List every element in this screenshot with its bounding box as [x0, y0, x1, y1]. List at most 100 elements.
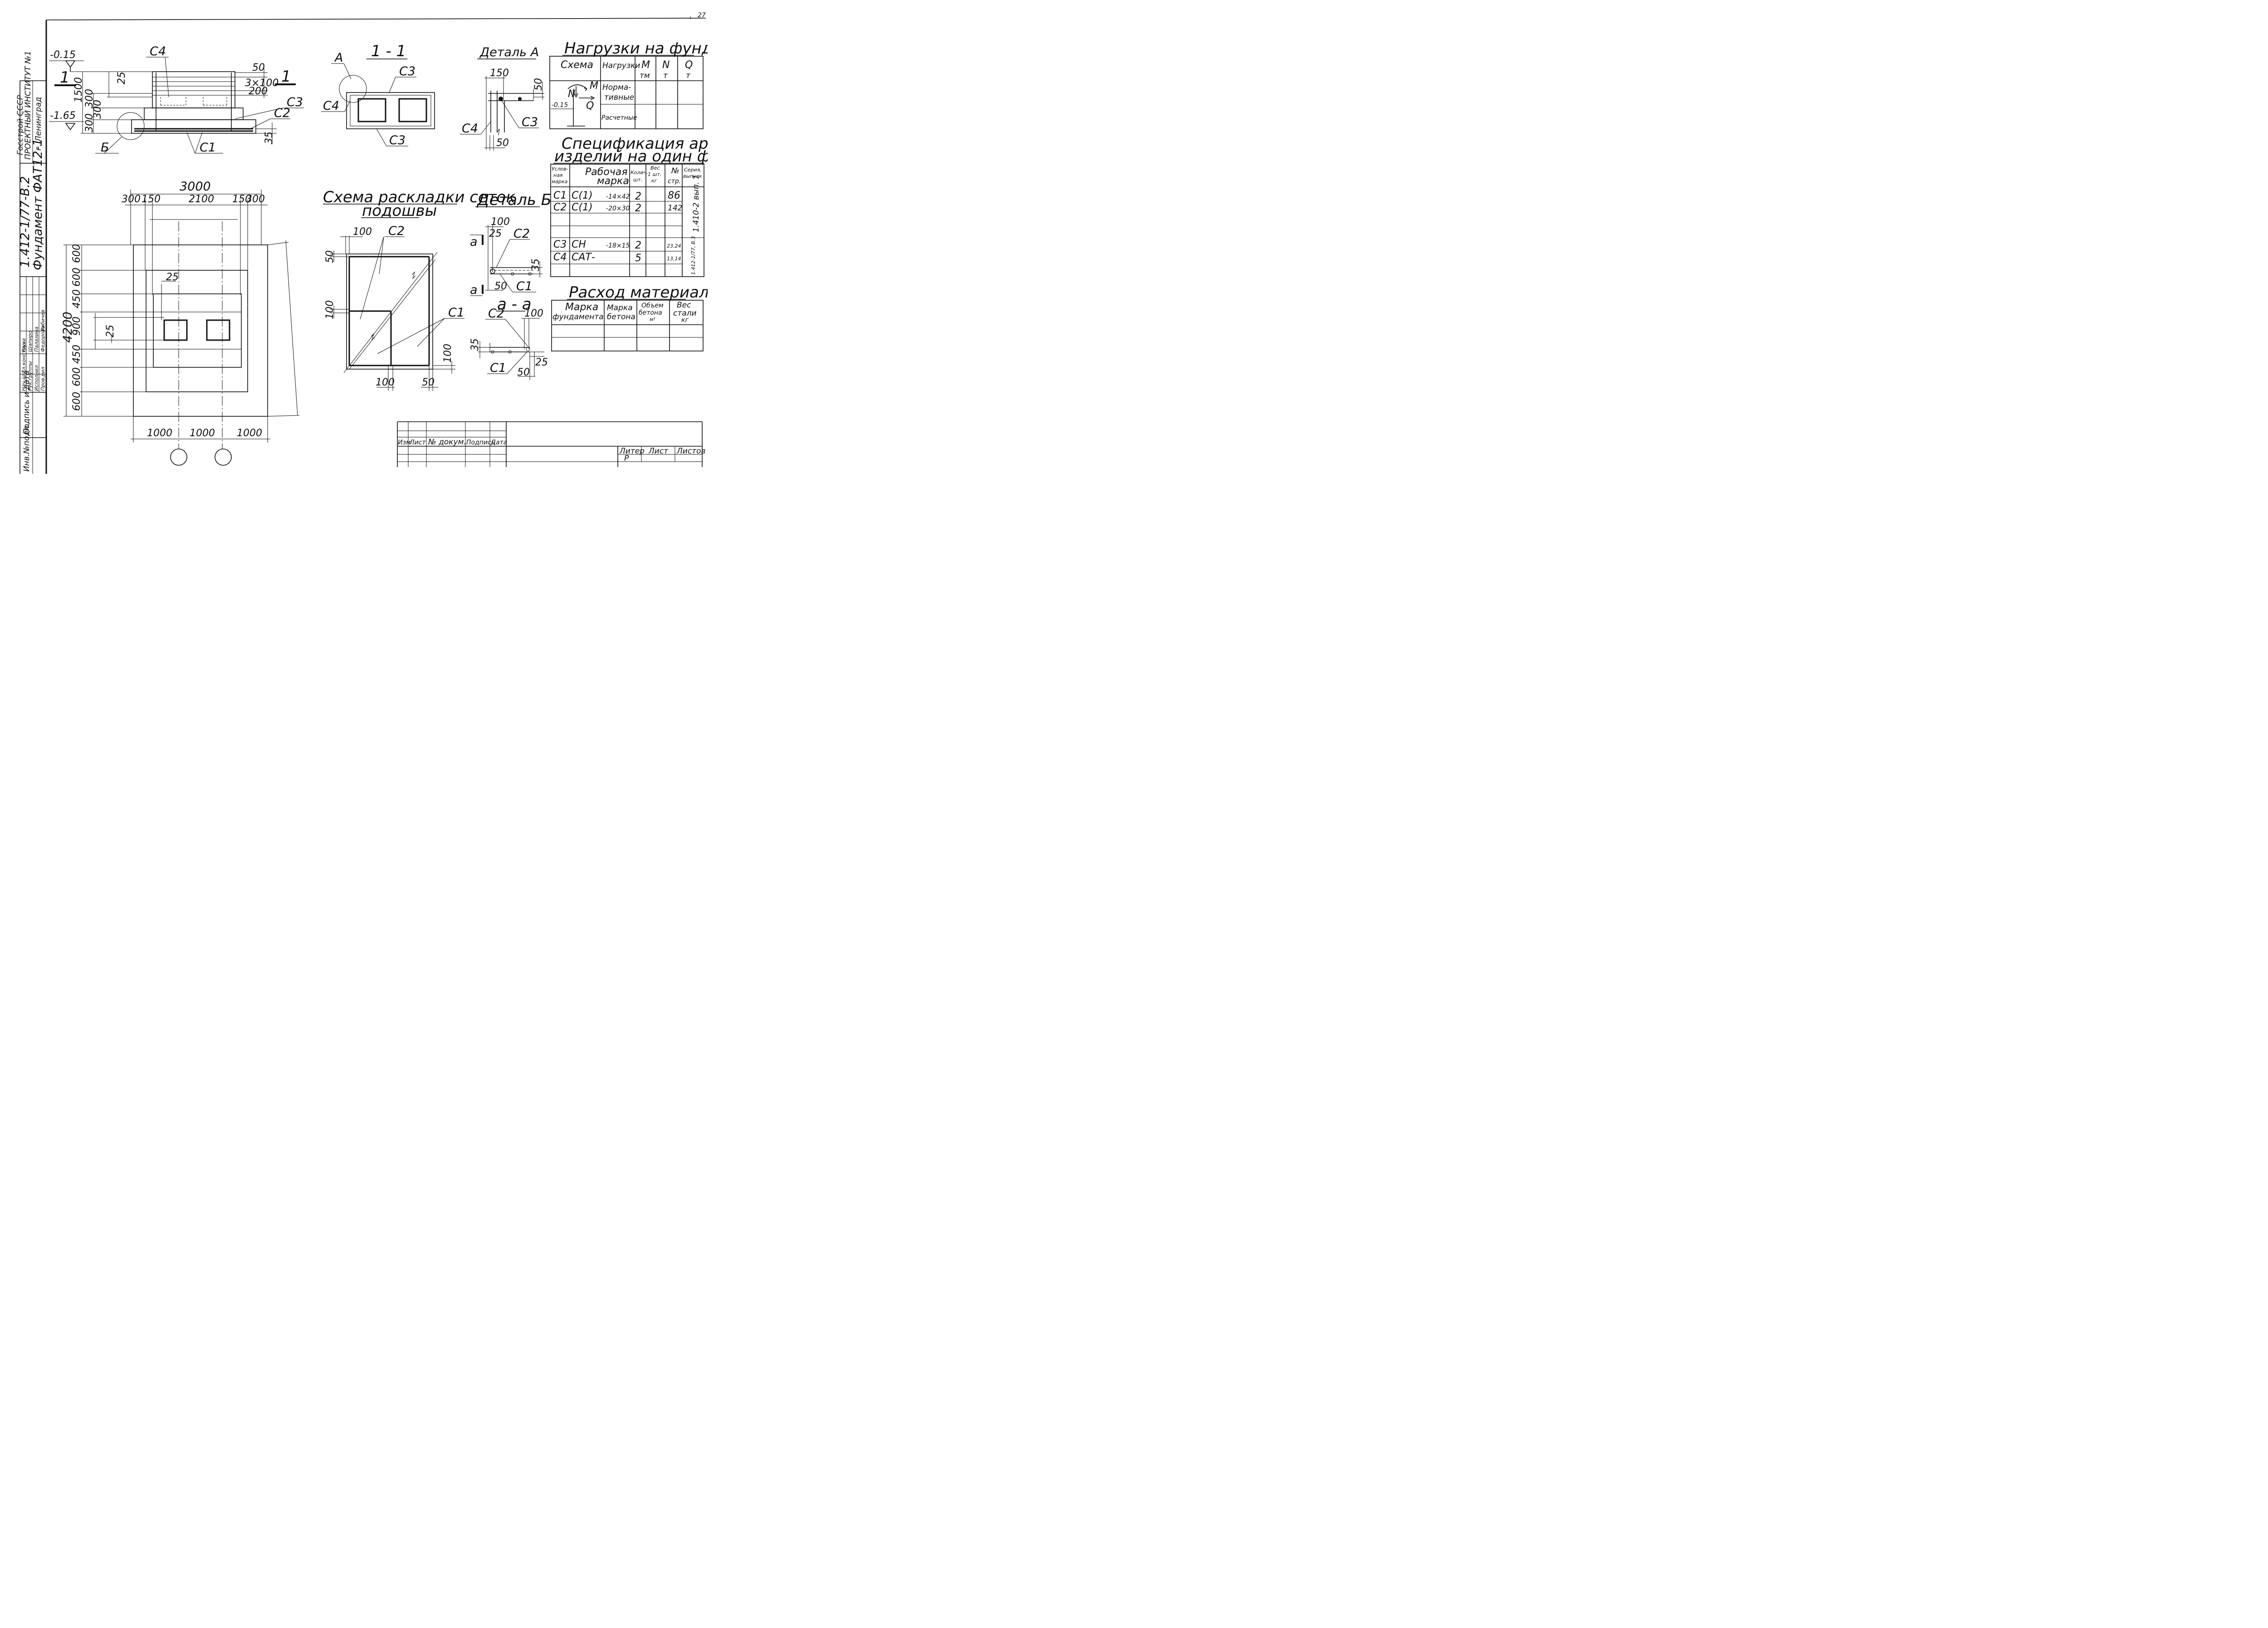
spec-hdr-qty-2: шт.: [633, 177, 642, 183]
plan-bottom-3: 1000: [237, 428, 262, 439]
loads-title: Нагрузки на фундамент: [564, 39, 708, 58]
mesh-c1-label: С1: [448, 306, 464, 320]
mat-hdr-3b: бетона: [639, 309, 662, 317]
section11-a-label: А: [334, 51, 343, 65]
spec-row1-work: С(1): [572, 190, 593, 201]
spec-row2-size: -20×30: [606, 205, 630, 212]
mesh-dim-100c: 100: [442, 344, 454, 363]
page-number: 27: [690, 12, 706, 19]
org-line2: ПРОЕКТНЫЙ ИНСТИТУТ №1: [23, 51, 33, 160]
spec-hdr-weight-2: 1 шт.: [648, 171, 661, 177]
plan-row-6: 600: [71, 367, 83, 386]
tb-col-date: Дата: [490, 439, 507, 446]
spec-row4-qty: 5: [635, 253, 641, 264]
detail-a-c3-label: С3: [522, 115, 538, 129]
spec-hdr-series-1: Серия,: [684, 167, 702, 173]
spec-row2-work: С(1): [572, 202, 593, 213]
detail-a: Деталь А 150 50 С3 С4 50: [460, 45, 544, 151]
mesh-dim-100b: 100: [324, 300, 336, 319]
plan-dim-4200: 4200: [61, 312, 75, 343]
plan-dim-2100: 2100: [189, 194, 214, 205]
spec-hdr-page-2: стр.: [668, 178, 681, 185]
spec-row1-qty: 2: [635, 191, 641, 202]
org-line3: г. Ленинград: [34, 97, 43, 151]
elev-dim-1500: 1500: [73, 77, 84, 102]
spec-row1-mark: С1: [553, 190, 567, 201]
mat-hdr-3a: Объем: [641, 302, 664, 309]
detail-b: Деталь Б 100 25 С2 а 35 а 50 С1 а - а С: [469, 191, 552, 380]
section-1-1: 1 - 1 А С3 С4 С3: [321, 42, 435, 147]
spec-row3-work: СН: [572, 239, 586, 250]
detail-b-callout: Б: [101, 141, 109, 155]
tb-liter-val: Р: [624, 454, 629, 463]
detail-b-a-mark-top: а: [470, 235, 478, 249]
section-mark-left: 1: [60, 68, 70, 87]
mat-hdr-4a: Вес: [677, 301, 691, 310]
plan-row-1: 600: [71, 244, 83, 263]
loads-header-n: N: [662, 59, 670, 71]
spec-title-2: изделий на один фундамент: [554, 147, 708, 166]
mat-hdr-4c: кг: [681, 317, 689, 324]
sidebar-series: 1.412-1/77-В.2: [18, 176, 32, 268]
role-4: Исполнил: [34, 365, 39, 391]
plan-dim-150l: 150: [142, 194, 161, 205]
spec-hdr-weight-1: Вес: [650, 165, 660, 171]
mesh-layout: Схема раскладки сеток подошвы 100 С2 50 …: [323, 188, 515, 391]
tb-col-doc: № докум.: [428, 438, 466, 447]
spec-hdr-weight-3: кг: [651, 178, 657, 184]
name-4: Федорова: [40, 326, 46, 352]
sign-date-label: Подпись и дата: [22, 370, 31, 434]
loads-scheme-m: M: [590, 80, 598, 92]
detail-aa-dim-50: 50: [517, 367, 530, 378]
title-block: Изм Лист № докум. Подпись Дата Литер Лис…: [397, 421, 706, 467]
spec-hdr-mark-2: ная: [553, 172, 563, 178]
mat-hdr-2a: Марка: [607, 303, 633, 312]
detail-aa-c2-label: С2: [488, 307, 504, 321]
elev-dim-35: 35: [264, 132, 275, 144]
detail-b-dim-25: 25: [489, 228, 502, 239]
spec-hdr-mark-3: марка: [552, 179, 568, 185]
loads-unit-m: тм: [640, 71, 650, 80]
name-1: Раша: [21, 338, 27, 352]
org-line1: Госстрой СССР: [16, 95, 25, 155]
tb-col-sign: Подпись: [466, 439, 495, 446]
detail-b-a-mark-bottom: а: [470, 283, 478, 297]
elevation-view: -0.15 -1.65 1 1: [49, 44, 304, 155]
drawing-sheet: 27 Госстрой СССР ПРОЕКТНЫЙ ИНСТИТУТ №1 г…: [16, 12, 708, 474]
elev-dim-50: 50: [252, 62, 265, 73]
break-line-icon: [411, 271, 416, 279]
mesh-dim-100a: 100: [353, 226, 372, 238]
plan-dim-25b: 25: [105, 325, 116, 337]
spec-row2-mark: С2: [553, 202, 567, 213]
spec-row3-size: -18×15: [606, 242, 630, 249]
detail-a-c4-label: С4: [462, 122, 478, 136]
name-3: Палазина: [34, 327, 39, 352]
section11-c3-bottom-label: С3: [389, 133, 406, 147]
detail-aa-dim-25: 25: [535, 357, 548, 368]
plan-dim-300r: 300: [246, 194, 265, 205]
mesh-dim-100d: 100: [376, 377, 395, 388]
loads-header-loads: Нагрузки: [602, 61, 640, 70]
level-bottom-label: -1.65: [50, 110, 76, 122]
elev-dim-200: 200: [249, 86, 268, 97]
section11-title: 1 - 1: [371, 42, 406, 60]
loads-unit-n: т: [663, 71, 668, 80]
circle-axis-icon: [215, 448, 232, 466]
spec-row1-size: -14×42: [606, 193, 630, 200]
elev-dim-25: 25: [116, 72, 127, 84]
spec-row3-qty: 2: [635, 240, 641, 251]
detail-aa-c1-label: С1: [490, 361, 506, 375]
circle-axis-icon: [170, 448, 187, 466]
level-mark-icon: [65, 123, 76, 131]
sidebar-title-strip: Госстрой СССР ПРОЕКТНЫЙ ИНСТИТУТ №1 г. Л…: [16, 51, 46, 474]
loads-scheme-level: -0.15: [552, 102, 568, 109]
plan-dim-300l: 300: [122, 194, 141, 205]
elev-dim-300c: 300: [84, 113, 95, 132]
elev-c2-label: С2: [274, 106, 290, 120]
mat-hdr-2b: бетона: [607, 312, 635, 322]
inv-number-label: Инв.№подл.: [22, 424, 31, 472]
spec-row1-page: 86: [668, 190, 680, 201]
plan-row-4: 900: [71, 317, 83, 336]
plan-dim-3000: 3000: [180, 180, 211, 194]
mat-hdr-1b: фундамента: [552, 312, 604, 322]
